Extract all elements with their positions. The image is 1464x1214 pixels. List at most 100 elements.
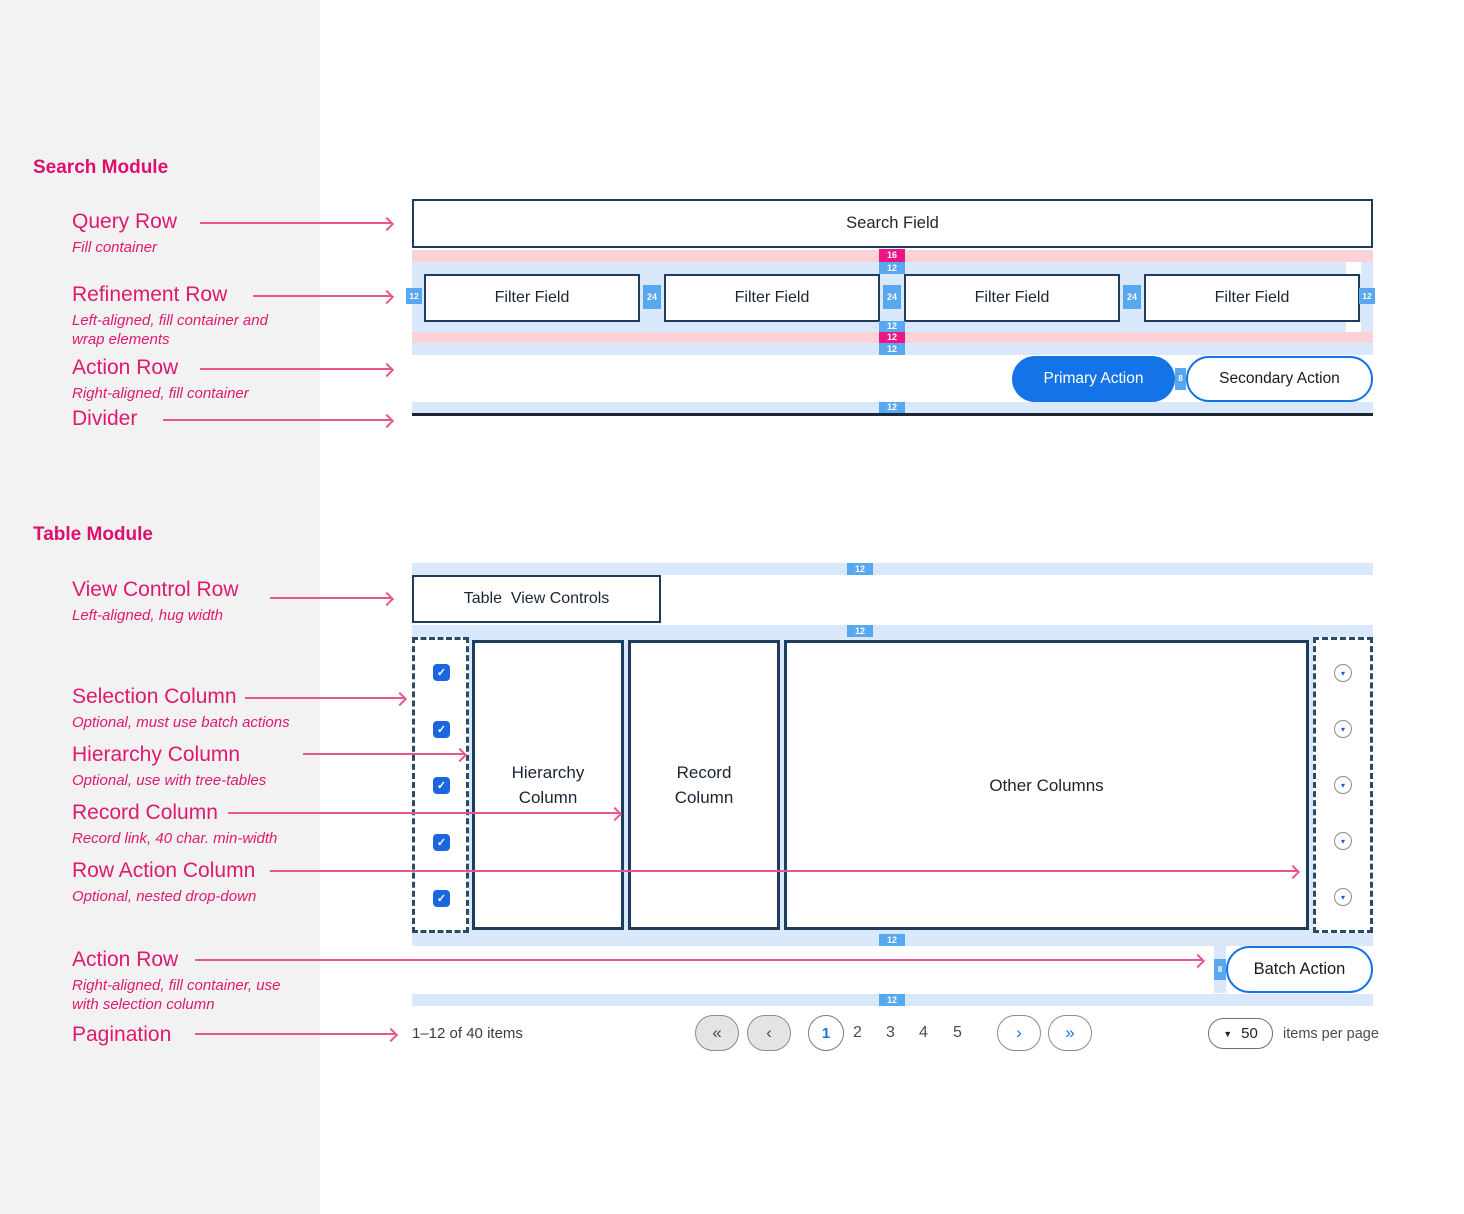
chevron-right-icon: ›: [1016, 1023, 1022, 1042]
search-module-heading: Search Module: [33, 157, 169, 178]
arrow-selection-column: [245, 697, 405, 699]
label-action-row-search: Action Row: [72, 356, 179, 379]
row-action-button[interactable]: ▾: [1334, 776, 1352, 794]
check-icon: ✓: [436, 667, 447, 679]
filter-field-label: Filter Field: [734, 289, 810, 306]
label-action-row-table: Action Row: [72, 948, 179, 971]
note-view-control-row: Left-aligned, hug width: [72, 607, 223, 624]
spacing-badge-12: 12: [879, 994, 905, 1006]
spacing-strip-blue-12: [412, 563, 1373, 575]
label-hierarchy-column: Hierarchy Column: [72, 743, 241, 766]
spacing-badge-12-right: 12: [1359, 288, 1375, 304]
double-chevron-right-icon: »: [1065, 1023, 1075, 1042]
row-checkbox[interactable]: ✓: [433, 721, 450, 738]
caret-down-icon: ▾: [1340, 836, 1345, 846]
page-button-5[interactable]: 5: [953, 1024, 962, 1041]
wrap-gap-bottom: [1346, 322, 1361, 332]
row-action-button[interactable]: ▾: [1334, 664, 1352, 682]
label-selection-column: Selection Column: [72, 685, 237, 708]
note-row-action-column: Optional, nested drop-down: [72, 888, 257, 905]
arrow-view-control-row: [270, 597, 392, 599]
note-refinement-row: Left-aligned, fill container and wrap el…: [72, 312, 268, 348]
table-view-controls[interactable]: Table View Controls: [412, 575, 661, 623]
filter-field-label: Filter Field: [1214, 289, 1290, 306]
row-action-button[interactable]: ▾: [1334, 888, 1352, 906]
filter-field-2[interactable]: Filter Field: [664, 274, 880, 322]
check-icon: ✓: [436, 724, 447, 736]
arrow-pagination: [195, 1033, 396, 1035]
arrow-record-column: [228, 812, 620, 814]
secondary-action-label: Secondary Action: [1219, 370, 1340, 387]
spacing-badge-12-left: 12: [406, 288, 422, 304]
pagination-next-button[interactable]: ›: [997, 1015, 1041, 1051]
primary-action-label: Primary Action: [1043, 370, 1144, 387]
spacing-badge-8: 8: [1214, 959, 1226, 980]
spacing-badge-24: 24: [643, 285, 661, 309]
label-record-column: Record Column: [72, 801, 218, 824]
search-module-divider: [412, 413, 1373, 416]
label-pagination: Pagination: [72, 1023, 172, 1046]
record-column: Record Column: [628, 640, 780, 930]
filter-field-label: Filter Field: [494, 289, 570, 306]
note-query-row: Fill container: [72, 239, 158, 256]
items-per-page-label: items per page: [1283, 1026, 1379, 1042]
caret-down-icon: ▾: [1340, 780, 1345, 790]
label-query-row: Query Row: [72, 210, 178, 233]
spacing-badge-12: 12: [847, 625, 873, 637]
label-row-action-column: Row Action Column: [72, 859, 256, 882]
page-button-4[interactable]: 4: [919, 1024, 928, 1041]
pagination-last-button[interactable]: »: [1048, 1015, 1092, 1051]
note-record-column: Record link, 40 char. min-width: [72, 830, 278, 847]
spacing-badge-8: 8: [1175, 368, 1186, 390]
filter-field-label: Filter Field: [974, 289, 1050, 306]
table-module-heading: Table Module: [33, 524, 153, 545]
label-refinement-row: Refinement Row: [72, 283, 228, 306]
row-action-button[interactable]: ▾: [1334, 720, 1352, 738]
label-view-control-row: View Control Row: [72, 578, 239, 601]
search-field[interactable]: Search Field: [412, 199, 1373, 248]
arrow-hierarchy-column: [303, 753, 465, 755]
hierarchy-column: Hierarchy Column: [472, 640, 624, 930]
spacing-badge-12: 12: [879, 402, 905, 413]
caret-down-icon: ▾: [1340, 892, 1345, 902]
pagination-first-button[interactable]: «: [695, 1015, 739, 1051]
dropdown-caret-icon: ▼: [1223, 1028, 1233, 1039]
items-per-page-dropdown[interactable]: ▼ 50: [1208, 1018, 1273, 1049]
page-button-2[interactable]: 2: [853, 1024, 862, 1041]
batch-action-button[interactable]: Batch Action: [1226, 946, 1373, 993]
page-button-1[interactable]: 1: [808, 1015, 844, 1051]
page-button-3[interactable]: 3: [886, 1024, 895, 1041]
caret-down-icon: ▾: [1340, 668, 1345, 678]
row-action-button[interactable]: ▾: [1334, 832, 1352, 850]
batch-action-label: Batch Action: [1253, 960, 1346, 978]
note-action-row-search: Right-aligned, fill container: [72, 385, 249, 402]
spacing-badge-12: 12: [879, 934, 905, 946]
double-chevron-left-icon: «: [712, 1023, 722, 1042]
hierarchy-column-label: Hierarchy Column: [511, 763, 585, 807]
row-checkbox[interactable]: ✓: [433, 890, 450, 907]
caret-down-icon: ▾: [1340, 724, 1345, 734]
filter-field-4[interactable]: Filter Field: [1144, 274, 1360, 322]
page-number: 1: [821, 1024, 831, 1042]
filter-field-1[interactable]: Filter Field: [424, 274, 640, 322]
primary-action-button[interactable]: Primary Action: [1012, 356, 1175, 402]
note-action-row-table: Right-aligned, fill container, use with …: [72, 977, 281, 1013]
spacing-badge-12: 12: [847, 563, 873, 575]
check-icon: ✓: [436, 780, 447, 792]
note-hierarchy-column: Optional, use with tree-tables: [72, 772, 267, 789]
row-checkbox[interactable]: ✓: [433, 777, 450, 794]
other-columns: Other Columns: [784, 640, 1309, 930]
arrow-refinement-row: [253, 295, 392, 297]
filter-field-3[interactable]: Filter Field: [904, 274, 1120, 322]
pagination-prev-button[interactable]: ‹: [747, 1015, 791, 1051]
arrow-query-row: [200, 222, 392, 224]
wrap-gap-top: [1346, 262, 1361, 274]
spacing-badge-12: 12: [879, 262, 905, 274]
spacing-badge-24: 24: [1123, 285, 1141, 309]
secondary-action-button[interactable]: Secondary Action: [1186, 356, 1373, 402]
spacing-badge-12: 12: [879, 321, 905, 332]
arrow-action-row-table: [195, 959, 1203, 961]
row-checkbox[interactable]: ✓: [433, 664, 450, 681]
row-checkbox[interactable]: ✓: [433, 834, 450, 851]
